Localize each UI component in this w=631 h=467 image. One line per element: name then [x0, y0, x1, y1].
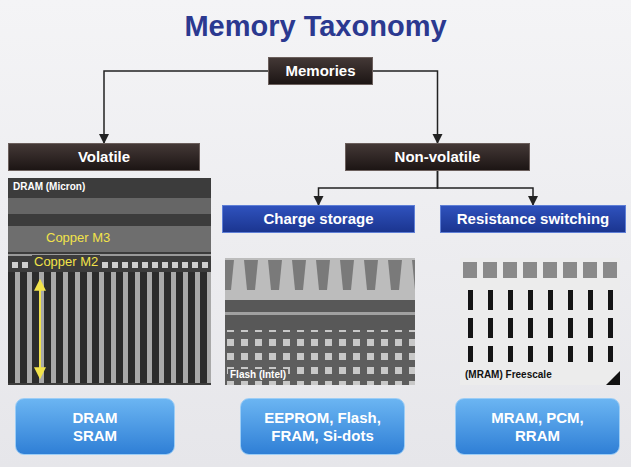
- image-label: Flash (Intel): [228, 369, 288, 381]
- capacitor-array: [8, 272, 211, 383]
- box-label: Resistance switching: [457, 210, 610, 228]
- image-label: Copper M3: [44, 231, 112, 246]
- tree-connector: [104, 71, 268, 143]
- height-arrow: [39, 280, 41, 378]
- dram-micrograph: [8, 178, 211, 385]
- box-label: MRAM, PCM, RRAM: [482, 409, 594, 445]
- box-label: DRAM SRAM: [64, 409, 126, 445]
- image-ground: [8, 178, 211, 385]
- subcategory-box: Resistance switching: [440, 205, 626, 233]
- gate-row: [225, 258, 415, 300]
- cell-array: [225, 330, 415, 385]
- tree-connector: [438, 171, 534, 205]
- tree-connector: [319, 171, 438, 205]
- example-box: EEPROM, Flash, FRAM, Si-dots: [240, 398, 405, 455]
- image-ground: [460, 258, 620, 385]
- root-box: Memories: [268, 57, 373, 85]
- category-box: Non-volatile: [345, 143, 530, 171]
- box-label: EEPROM, Flash, FRAM, Si-dots: [258, 409, 388, 445]
- via-row: [460, 290, 620, 310]
- diagram-title: Memory Taxonomy: [0, 10, 631, 43]
- category-box: Volatile: [8, 143, 200, 171]
- image-label: Copper M2: [32, 255, 100, 270]
- box-label: Memories: [285, 62, 355, 80]
- image-ground: [225, 258, 415, 385]
- metal-layer: [8, 198, 211, 214]
- example-box: MRAM, PCM, RRAM: [455, 398, 620, 455]
- subcategory-box: Charge storage: [222, 205, 415, 233]
- box-label: Non-volatile: [395, 148, 481, 166]
- example-box: DRAM SRAM: [15, 398, 175, 455]
- image-label: (MRAM) Freescale: [463, 369, 554, 381]
- flash-micrograph: [225, 258, 415, 385]
- cap-row: [460, 261, 620, 281]
- metal-line: [225, 312, 415, 315]
- via-row: [460, 346, 620, 362]
- box-label: Volatile: [78, 148, 130, 166]
- corner-mark: [606, 371, 620, 385]
- image-label: DRAM (Micron): [11, 181, 87, 193]
- tree-connector: [373, 71, 438, 143]
- box-label: Charge storage: [263, 210, 373, 228]
- dielectric-layer: [225, 300, 415, 330]
- metal-layer: [8, 226, 211, 252]
- mram-micrograph: [460, 258, 620, 385]
- via-row: [460, 318, 620, 338]
